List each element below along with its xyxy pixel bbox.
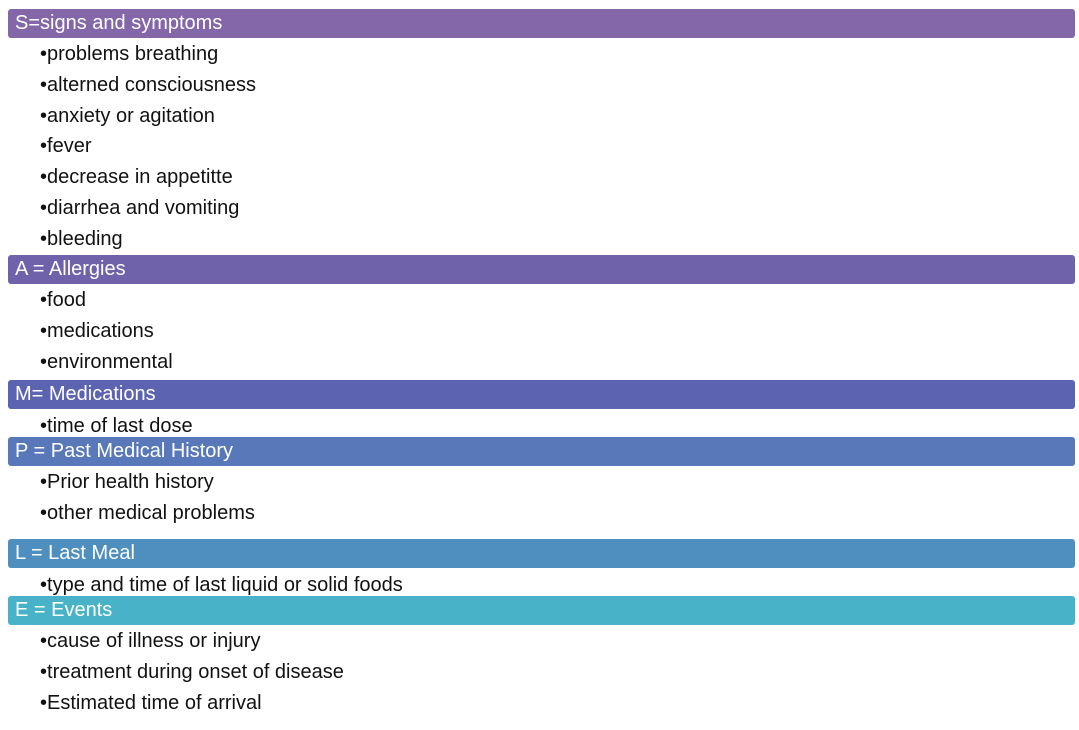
section-header-last-meal: L = Last Meal bbox=[8, 539, 1075, 568]
list-item-label: problems breathing bbox=[47, 43, 219, 65]
list-item: •diarrhea and vomiting bbox=[40, 196, 239, 220]
bullet-icon: • bbox=[40, 135, 48, 157]
section-header-past-medical-history: P = Past Medical History bbox=[8, 437, 1075, 466]
list-item: •anxiety or agitation bbox=[40, 104, 215, 128]
list-item: •environmental bbox=[40, 350, 173, 374]
list-item: •cause of illness or injury bbox=[40, 629, 260, 653]
bullet-icon: • bbox=[40, 166, 48, 188]
list-item-label: other medical problems bbox=[47, 502, 255, 524]
list-item: •decrease in appetitte bbox=[40, 165, 233, 189]
bullet-icon: • bbox=[40, 415, 48, 437]
list-item: •time of last dose bbox=[40, 414, 193, 438]
list-item-label: medications bbox=[47, 320, 154, 342]
list-item: •food bbox=[40, 288, 86, 312]
section-header-signs-symptoms: S=signs and symptoms bbox=[8, 9, 1075, 38]
bullet-icon: • bbox=[40, 43, 48, 65]
list-item-label: environmental bbox=[47, 351, 173, 373]
list-item: •other medical problems bbox=[40, 501, 255, 525]
list-item-label: food bbox=[47, 289, 86, 311]
list-item-label: anxiety or agitation bbox=[47, 105, 215, 127]
list-item-label: bleeding bbox=[47, 228, 123, 250]
bullet-icon: • bbox=[40, 105, 48, 127]
list-item-label: alterned consciousness bbox=[47, 74, 257, 96]
list-item: •alterned consciousness bbox=[40, 73, 256, 97]
section-header-medications: M= Medications bbox=[8, 380, 1075, 409]
list-item: •medications bbox=[40, 319, 154, 343]
list-item: •treatment during onset of disease bbox=[40, 660, 344, 684]
bullet-icon: • bbox=[40, 74, 48, 96]
list-item-label: fever bbox=[47, 135, 92, 157]
bullet-icon: • bbox=[40, 320, 48, 342]
list-item: •problems breathing bbox=[40, 42, 218, 66]
list-item-label: decrease in appetitte bbox=[47, 166, 233, 188]
list-item-label: Estimated time of arrival bbox=[47, 692, 262, 714]
bullet-icon: • bbox=[40, 289, 48, 311]
bullet-icon: • bbox=[40, 574, 48, 596]
bullet-icon: • bbox=[40, 661, 48, 683]
list-item-label: cause of illness or injury bbox=[47, 630, 261, 652]
list-item-label: Prior health history bbox=[47, 471, 214, 493]
list-item: •fever bbox=[40, 134, 91, 158]
list-item: •bleeding bbox=[40, 227, 123, 251]
list-item-label: type and time of last liquid or solid fo… bbox=[47, 574, 403, 596]
list-item: •Estimated time of arrival bbox=[40, 691, 262, 715]
section-header-allergies: A = Allergies bbox=[8, 255, 1075, 284]
bullet-icon: • bbox=[40, 351, 48, 373]
list-item-label: time of last dose bbox=[47, 415, 193, 437]
list-item-label: treatment during onset of disease bbox=[47, 661, 344, 683]
list-item: •type and time of last liquid or solid f… bbox=[40, 573, 403, 597]
bullet-icon: • bbox=[40, 502, 48, 524]
bullet-icon: • bbox=[40, 630, 48, 652]
bullet-icon: • bbox=[40, 197, 48, 219]
bullet-icon: • bbox=[40, 228, 48, 250]
section-header-events: E = Events bbox=[8, 596, 1075, 625]
list-item-label: diarrhea and vomiting bbox=[47, 197, 240, 219]
bullet-icon: • bbox=[40, 471, 48, 493]
list-item: •Prior health history bbox=[40, 470, 214, 494]
bullet-icon: • bbox=[40, 692, 48, 714]
